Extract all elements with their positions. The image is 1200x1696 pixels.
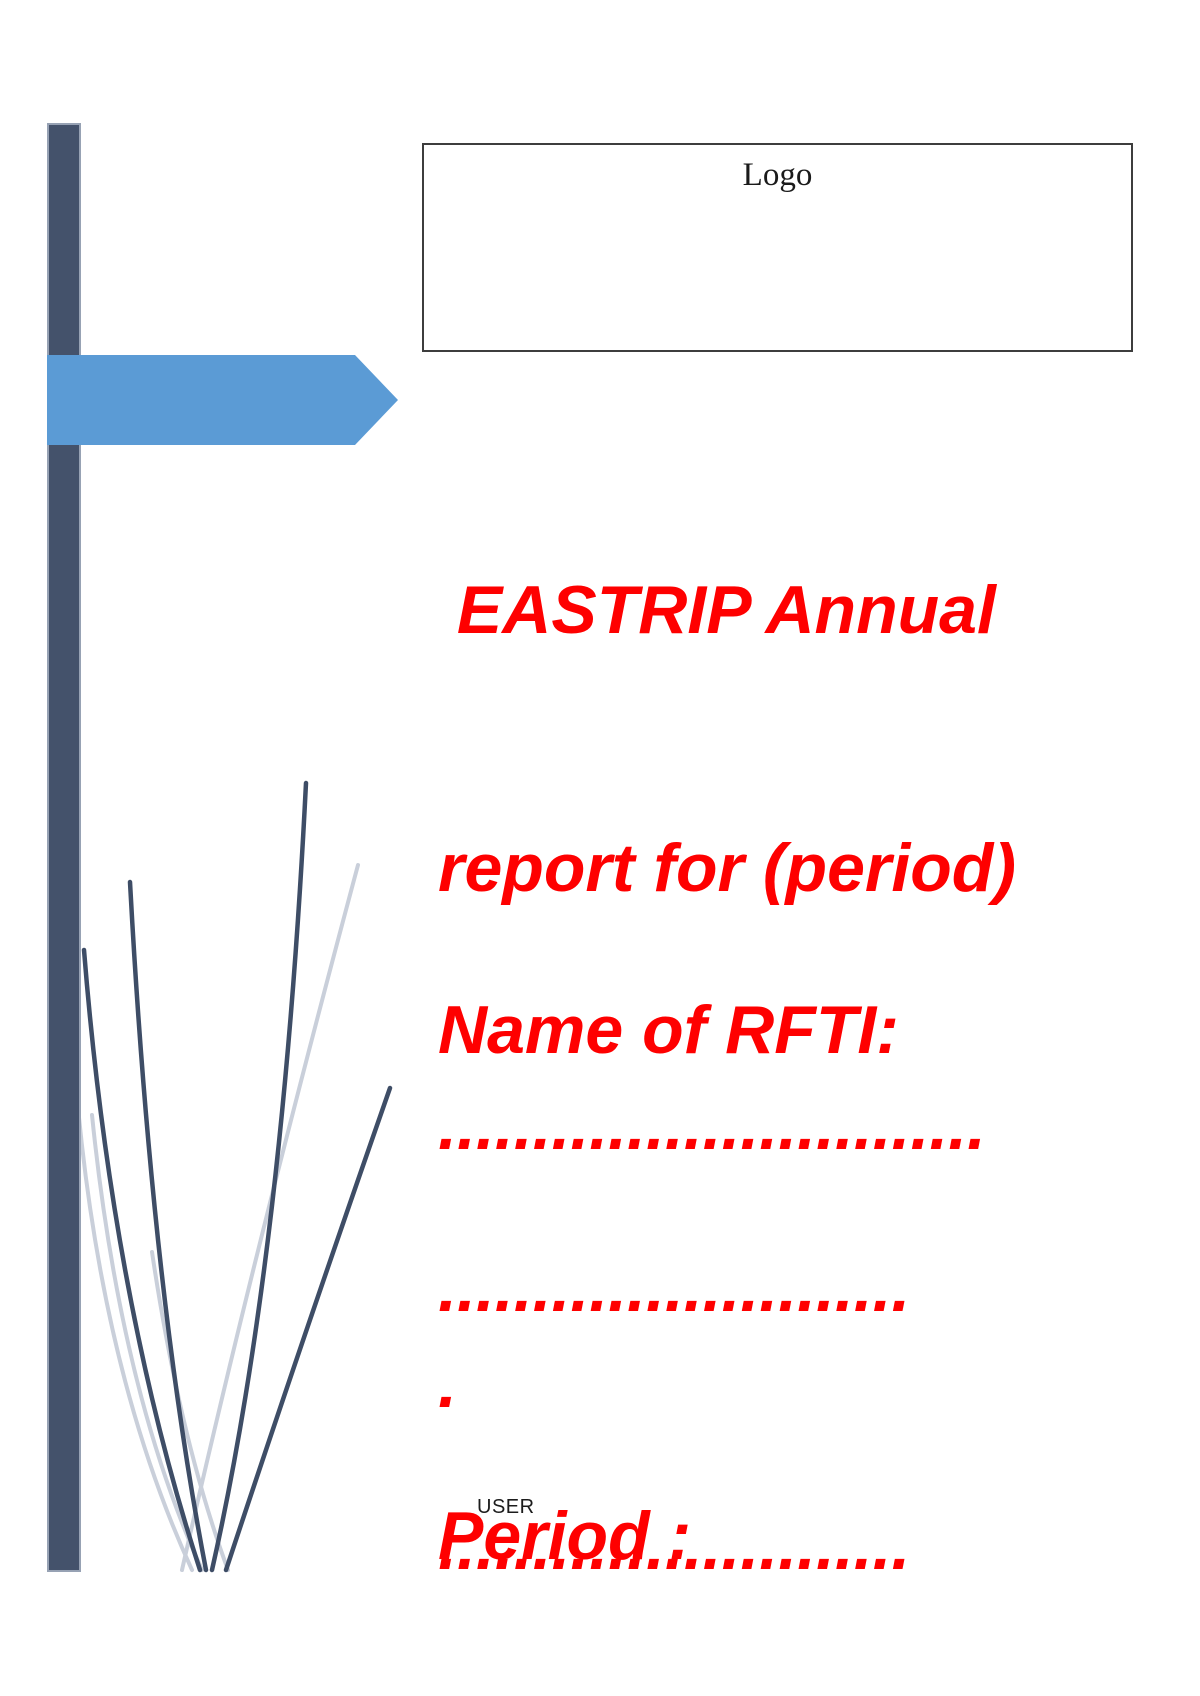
rfti-name-label: Name of RFTI: [438,992,899,1068]
vertical-accent-bar [47,123,81,1572]
period-label: Period : [438,1498,692,1574]
grass-stroke-dark [223,1085,393,1573]
rfti-name-section: Name of RFTI: ......................... … [438,815,910,1696]
logo-label: Logo [742,157,813,193]
grass-stroke-light [74,1083,194,1572]
logo-box: Logo [422,143,1133,352]
rfti-dotted-line-1: ......................... [438,1250,911,1326]
grass-stroke-light [150,1250,230,1572]
user-label: USER [477,1496,535,1518]
report-title: EASTRIP Annual report for (period) .....… [438,395,1016,1599]
title-line-2: report for (period) [438,830,1016,906]
rfti-dotted-line-2: ......................... [438,1508,911,1584]
grass-stroke-dark [209,780,309,1573]
arrow-right-shape [47,355,398,445]
period-section: Period : ................. [438,1321,759,1696]
grass-stroke-dark [127,879,209,1573]
title-dot-wrap: . [438,1346,457,1422]
grass-stroke-light [180,863,360,1572]
grass-stroke-dark [81,947,203,1573]
arrow-right-icon [47,355,398,445]
grass-stroke-light [90,1113,204,1572]
title-line-1: EASTRIP Annual [438,572,996,648]
title-dotted-line: ............................. [438,1088,986,1164]
